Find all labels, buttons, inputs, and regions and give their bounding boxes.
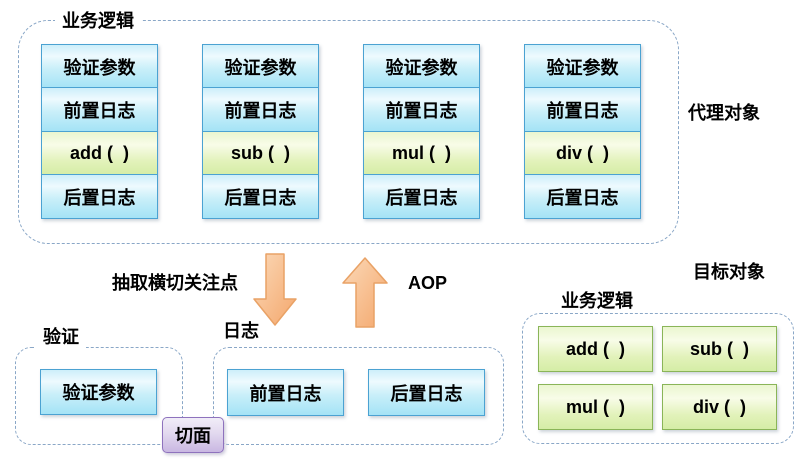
cell-post-log: 后置日志: [202, 174, 319, 220]
method-column-div: 验证参数 前置日志 div ( ) 后置日志: [524, 44, 641, 220]
cell-method-sub: sub ( ): [202, 130, 319, 176]
target-method-add: add ( ): [538, 326, 653, 372]
post-log-box: 后置日志: [368, 369, 485, 416]
method-column-sub: 验证参数 前置日志 sub ( ) 后置日志: [202, 44, 319, 220]
proxy-object-container: [18, 20, 679, 244]
method-column-add: 验证参数 前置日志 add ( ) 后置日志: [41, 44, 158, 220]
proxy-object-label: 代理对象: [688, 103, 760, 123]
log-section-label: 日志: [216, 321, 266, 342]
proxy-section-label: 业务逻辑: [55, 11, 141, 32]
target-method-mul: mul ( ): [538, 384, 653, 430]
cell-validate-params: 验证参数: [202, 44, 319, 89]
validate-params-box: 验证参数: [40, 369, 157, 415]
aspect-badge: 切面: [162, 417, 224, 453]
cell-pre-log: 前置日志: [524, 87, 641, 133]
cell-validate-params: 验证参数: [524, 44, 641, 89]
target-object-container: [522, 313, 794, 444]
aop-label: AOP: [408, 273, 448, 293]
target-method-sub: sub ( ): [662, 326, 777, 372]
log-container: [213, 347, 504, 445]
cell-validate-params: 验证参数: [41, 44, 158, 89]
cell-pre-log: 前置日志: [41, 87, 158, 133]
cell-method-mul: mul ( ): [363, 130, 480, 176]
up-arrow-icon: [342, 257, 388, 328]
cell-pre-log: 前置日志: [202, 87, 319, 133]
cell-method-add: add ( ): [41, 130, 158, 176]
pre-log-box: 前置日志: [227, 369, 344, 416]
method-column-mul: 验证参数 前置日志 mul ( ) 后置日志: [363, 44, 480, 220]
cell-post-log: 后置日志: [363, 174, 480, 220]
cell-method-div: div ( ): [524, 130, 641, 176]
validation-container: [15, 347, 183, 445]
cell-post-log: 后置日志: [524, 174, 641, 220]
target-object-label: 目标对象: [693, 262, 765, 282]
cell-post-log: 后置日志: [41, 174, 158, 220]
validation-section-label: 验证: [36, 327, 86, 348]
target-method-div: div ( ): [662, 384, 777, 430]
target-section-label: 业务逻辑: [554, 291, 640, 312]
extract-crosscut-label: 抽取横切关注点: [112, 273, 238, 293]
down-arrow-icon: [253, 253, 297, 326]
cell-validate-params: 验证参数: [363, 44, 480, 89]
cell-pre-log: 前置日志: [363, 87, 480, 133]
